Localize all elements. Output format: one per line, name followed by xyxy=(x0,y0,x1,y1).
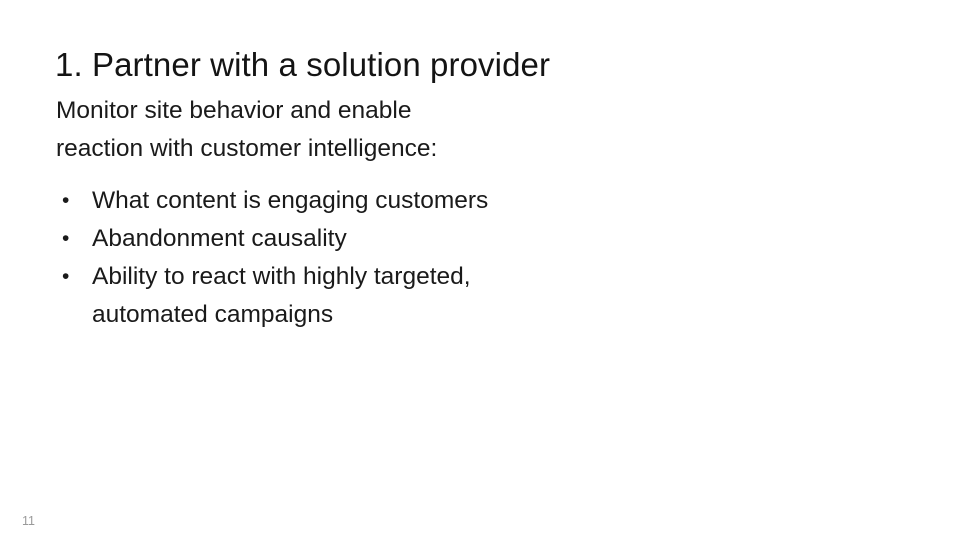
bullet-point-icon: • xyxy=(62,189,70,212)
bullet-point-icon: • xyxy=(62,227,70,250)
intro-paragraph: Monitor site behavior and enable reactio… xyxy=(56,92,576,168)
page-number: 11 xyxy=(22,514,35,528)
list-item-label: Abandonment causality xyxy=(92,225,347,252)
page-title: 1. Partner with a solution provider xyxy=(55,46,551,84)
intro-line-2: reaction with customer intelligence: xyxy=(56,135,438,162)
list-item: • What content is engaging customers xyxy=(56,182,576,220)
list-item-label: Ability to react with highly targeted, a… xyxy=(92,263,471,328)
list-item: • Ability to react with highly targeted,… xyxy=(56,258,576,334)
bullet-point-icon: • xyxy=(62,265,70,288)
list-item-label: What content is engaging customers xyxy=(92,187,489,214)
intro-line-1: Monitor site behavior and enable xyxy=(56,97,412,124)
slide-body: Monitor site behavior and enable reactio… xyxy=(56,92,576,334)
bullet-list: • What content is engaging customers • A… xyxy=(56,182,576,334)
list-item: • Abandonment causality xyxy=(56,220,576,258)
